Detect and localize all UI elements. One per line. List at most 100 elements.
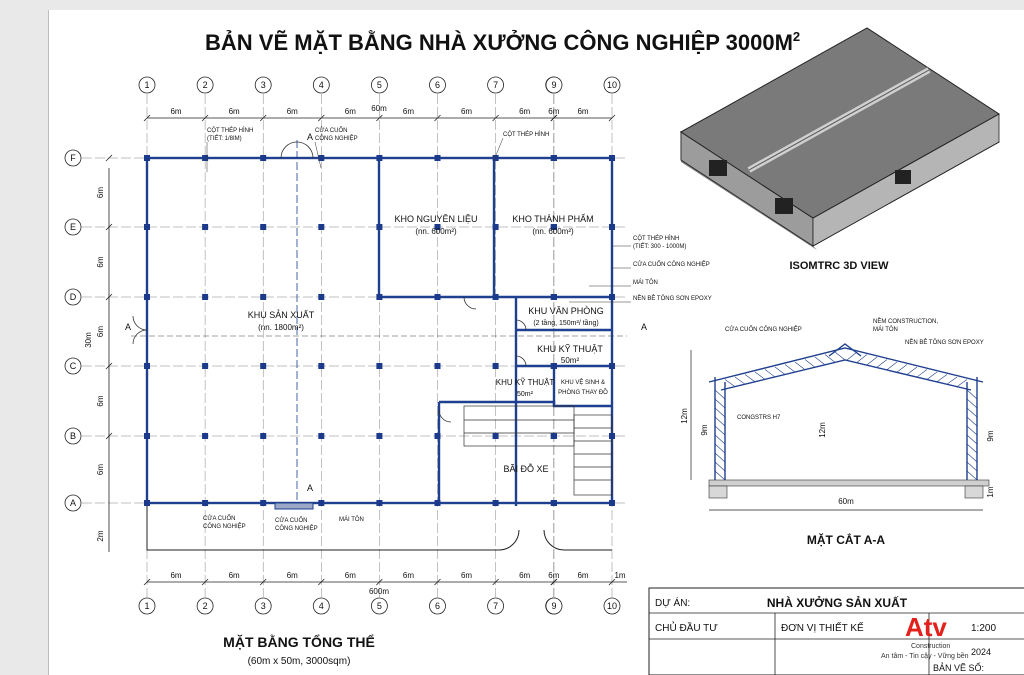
axis-bubble	[603, 597, 621, 615]
section-height-eave: 9m	[700, 424, 709, 435]
dim-label-bottom: 6m	[345, 571, 356, 580]
value-year: 2024	[971, 647, 991, 657]
total-width-bottom: 600m	[369, 587, 389, 596]
section-marker-left: A	[125, 322, 131, 332]
column-marker	[144, 363, 150, 369]
axis-numbers-bottom: 12345678910	[138, 597, 621, 615]
logo-brand: Atv	[905, 612, 947, 642]
axis-bubble	[545, 597, 563, 615]
room-tech: KHU KỸ THUẬT	[537, 344, 603, 354]
note-roller-door: CỬA CUỐN	[315, 127, 347, 134]
bottom-strip-dim: 2m	[96, 530, 105, 541]
section-door-note: CỬA CUỐN CÔNG NGHIỆP	[725, 325, 802, 333]
column-marker	[609, 363, 615, 369]
label-owner: CHỦ ĐẦU TƯ	[655, 621, 718, 634]
dim-label-left: 6m	[96, 326, 105, 337]
room-changing: PHÒNG THAY ĐỒ	[558, 389, 608, 396]
axis-number: 5	[377, 601, 382, 611]
axis-number: 1	[144, 601, 149, 611]
room-office-area: (2 tầng, 150m²/ tầng)	[533, 318, 598, 327]
axis-number: 4	[319, 80, 324, 90]
axis-bubble	[254, 76, 272, 94]
drawing-sheet: BẢN VẼ MẶT BẰNG NHÀ XƯỞNG CÔNG NGHIỆP 30…	[48, 10, 1024, 675]
column-marker	[551, 224, 557, 230]
room-production: KHU SẢN XUẤT	[248, 309, 315, 320]
column-marker	[318, 363, 325, 369]
column-marker	[609, 500, 615, 506]
section-view: 60m 12m 9m 12m 9m 1m CỬA CUỐN CÔNG NGHIỆ…	[680, 318, 995, 547]
note-steel-column-spec: (TIẾT: 1/8IM)	[207, 135, 242, 142]
section-height-inner: 12m	[818, 422, 827, 438]
column-marker	[434, 433, 441, 439]
column-marker	[144, 224, 150, 230]
plan-caption: MẶT BẰNG TỔNG THỂ	[223, 633, 375, 650]
axis-bubble	[138, 76, 156, 94]
column-marker	[376, 500, 383, 506]
column-marker	[144, 433, 150, 439]
axis-bubble	[312, 597, 330, 615]
section-marker-top: A	[307, 132, 313, 142]
section-floor-note: NỀN BÊ TÔNG SƠN EPOXY	[905, 338, 984, 346]
column-marker	[376, 363, 383, 369]
section-roof-note-1: NỀM CONSTRUCTION,	[873, 318, 938, 325]
axis-bubble	[64, 288, 82, 306]
axis-bubble	[138, 597, 156, 615]
note-right-door: CỬA CUỐN CÔNG NGHIỆP	[633, 260, 710, 268]
room-parking: BÃI ĐỖ XE	[503, 463, 548, 474]
title-block: DỰ ÁN: NHÀ XƯỞNG SẢN XUẤT CHỦ ĐẦU TƯ ĐƠN…	[648, 587, 1024, 675]
dim-label-top: 6m	[403, 107, 414, 116]
column-marker	[434, 224, 441, 230]
column-marker	[434, 155, 441, 161]
column-marker	[551, 363, 557, 369]
dim-label-top: 6m	[287, 107, 298, 116]
column-marker	[551, 155, 557, 161]
column-marker	[260, 155, 267, 161]
column-marker	[260, 294, 267, 300]
axis-bubble	[312, 76, 330, 94]
axis-bubble	[64, 149, 82, 167]
total-height-left: 30m	[84, 332, 93, 348]
axis-bubble	[196, 597, 214, 615]
axis-bubble	[370, 76, 388, 94]
axis-number: 6	[435, 601, 440, 611]
column-marker	[144, 500, 150, 506]
axis-number: 7	[493, 601, 498, 611]
column-marker	[551, 294, 557, 300]
note-right-floor: NỀN BÊ TÔNG SƠN EPOXY	[633, 294, 712, 302]
column-marker	[260, 224, 267, 230]
dim-label-top: 6m	[229, 107, 240, 116]
axis-number: 9	[551, 601, 556, 611]
axis-letter: C	[70, 361, 77, 371]
value-project: NHÀ XƯỞNG SẢN XUẤT	[767, 595, 908, 610]
axis-bubble	[487, 597, 505, 615]
section-height-base: 1m	[986, 486, 995, 497]
dim-label-bottom: 6m	[287, 571, 298, 580]
column-marker	[318, 500, 325, 506]
axis-bubble	[429, 76, 446, 94]
axis-bubble	[196, 76, 214, 94]
isometric-view: ISOMTRC 3D VIEW	[680, 27, 1000, 272]
axis-bubble	[545, 76, 563, 94]
dim-label-left: 6m	[96, 464, 105, 475]
axis-bubble	[64, 357, 82, 375]
column-marker	[318, 224, 325, 230]
logo-slogan: An tâm - Tin cậy - Vững bền	[881, 651, 969, 660]
room-production-area: (nn. 1800m²)	[258, 323, 304, 332]
company-logo: Atv Construction An tâm - Tin cậy - Vững…	[881, 612, 969, 660]
column-marker	[202, 155, 209, 161]
room-tech2: KHU KỸ THUẬT	[496, 378, 555, 387]
room-tech-area: 50m²	[561, 356, 580, 365]
column-marker	[551, 433, 557, 439]
axis-number: 5	[377, 80, 382, 90]
room-wc: KHU VỆ SINH &	[561, 378, 605, 386]
note-right-column: CỘT THÉP HÌNH	[633, 235, 679, 242]
section-column-note: CONGSTRS H7	[737, 415, 781, 421]
column-marker	[376, 294, 383, 300]
column-marker	[434, 294, 441, 300]
axis-bubble	[370, 597, 388, 615]
column-marker	[260, 433, 267, 439]
axis-bubble	[254, 597, 272, 615]
